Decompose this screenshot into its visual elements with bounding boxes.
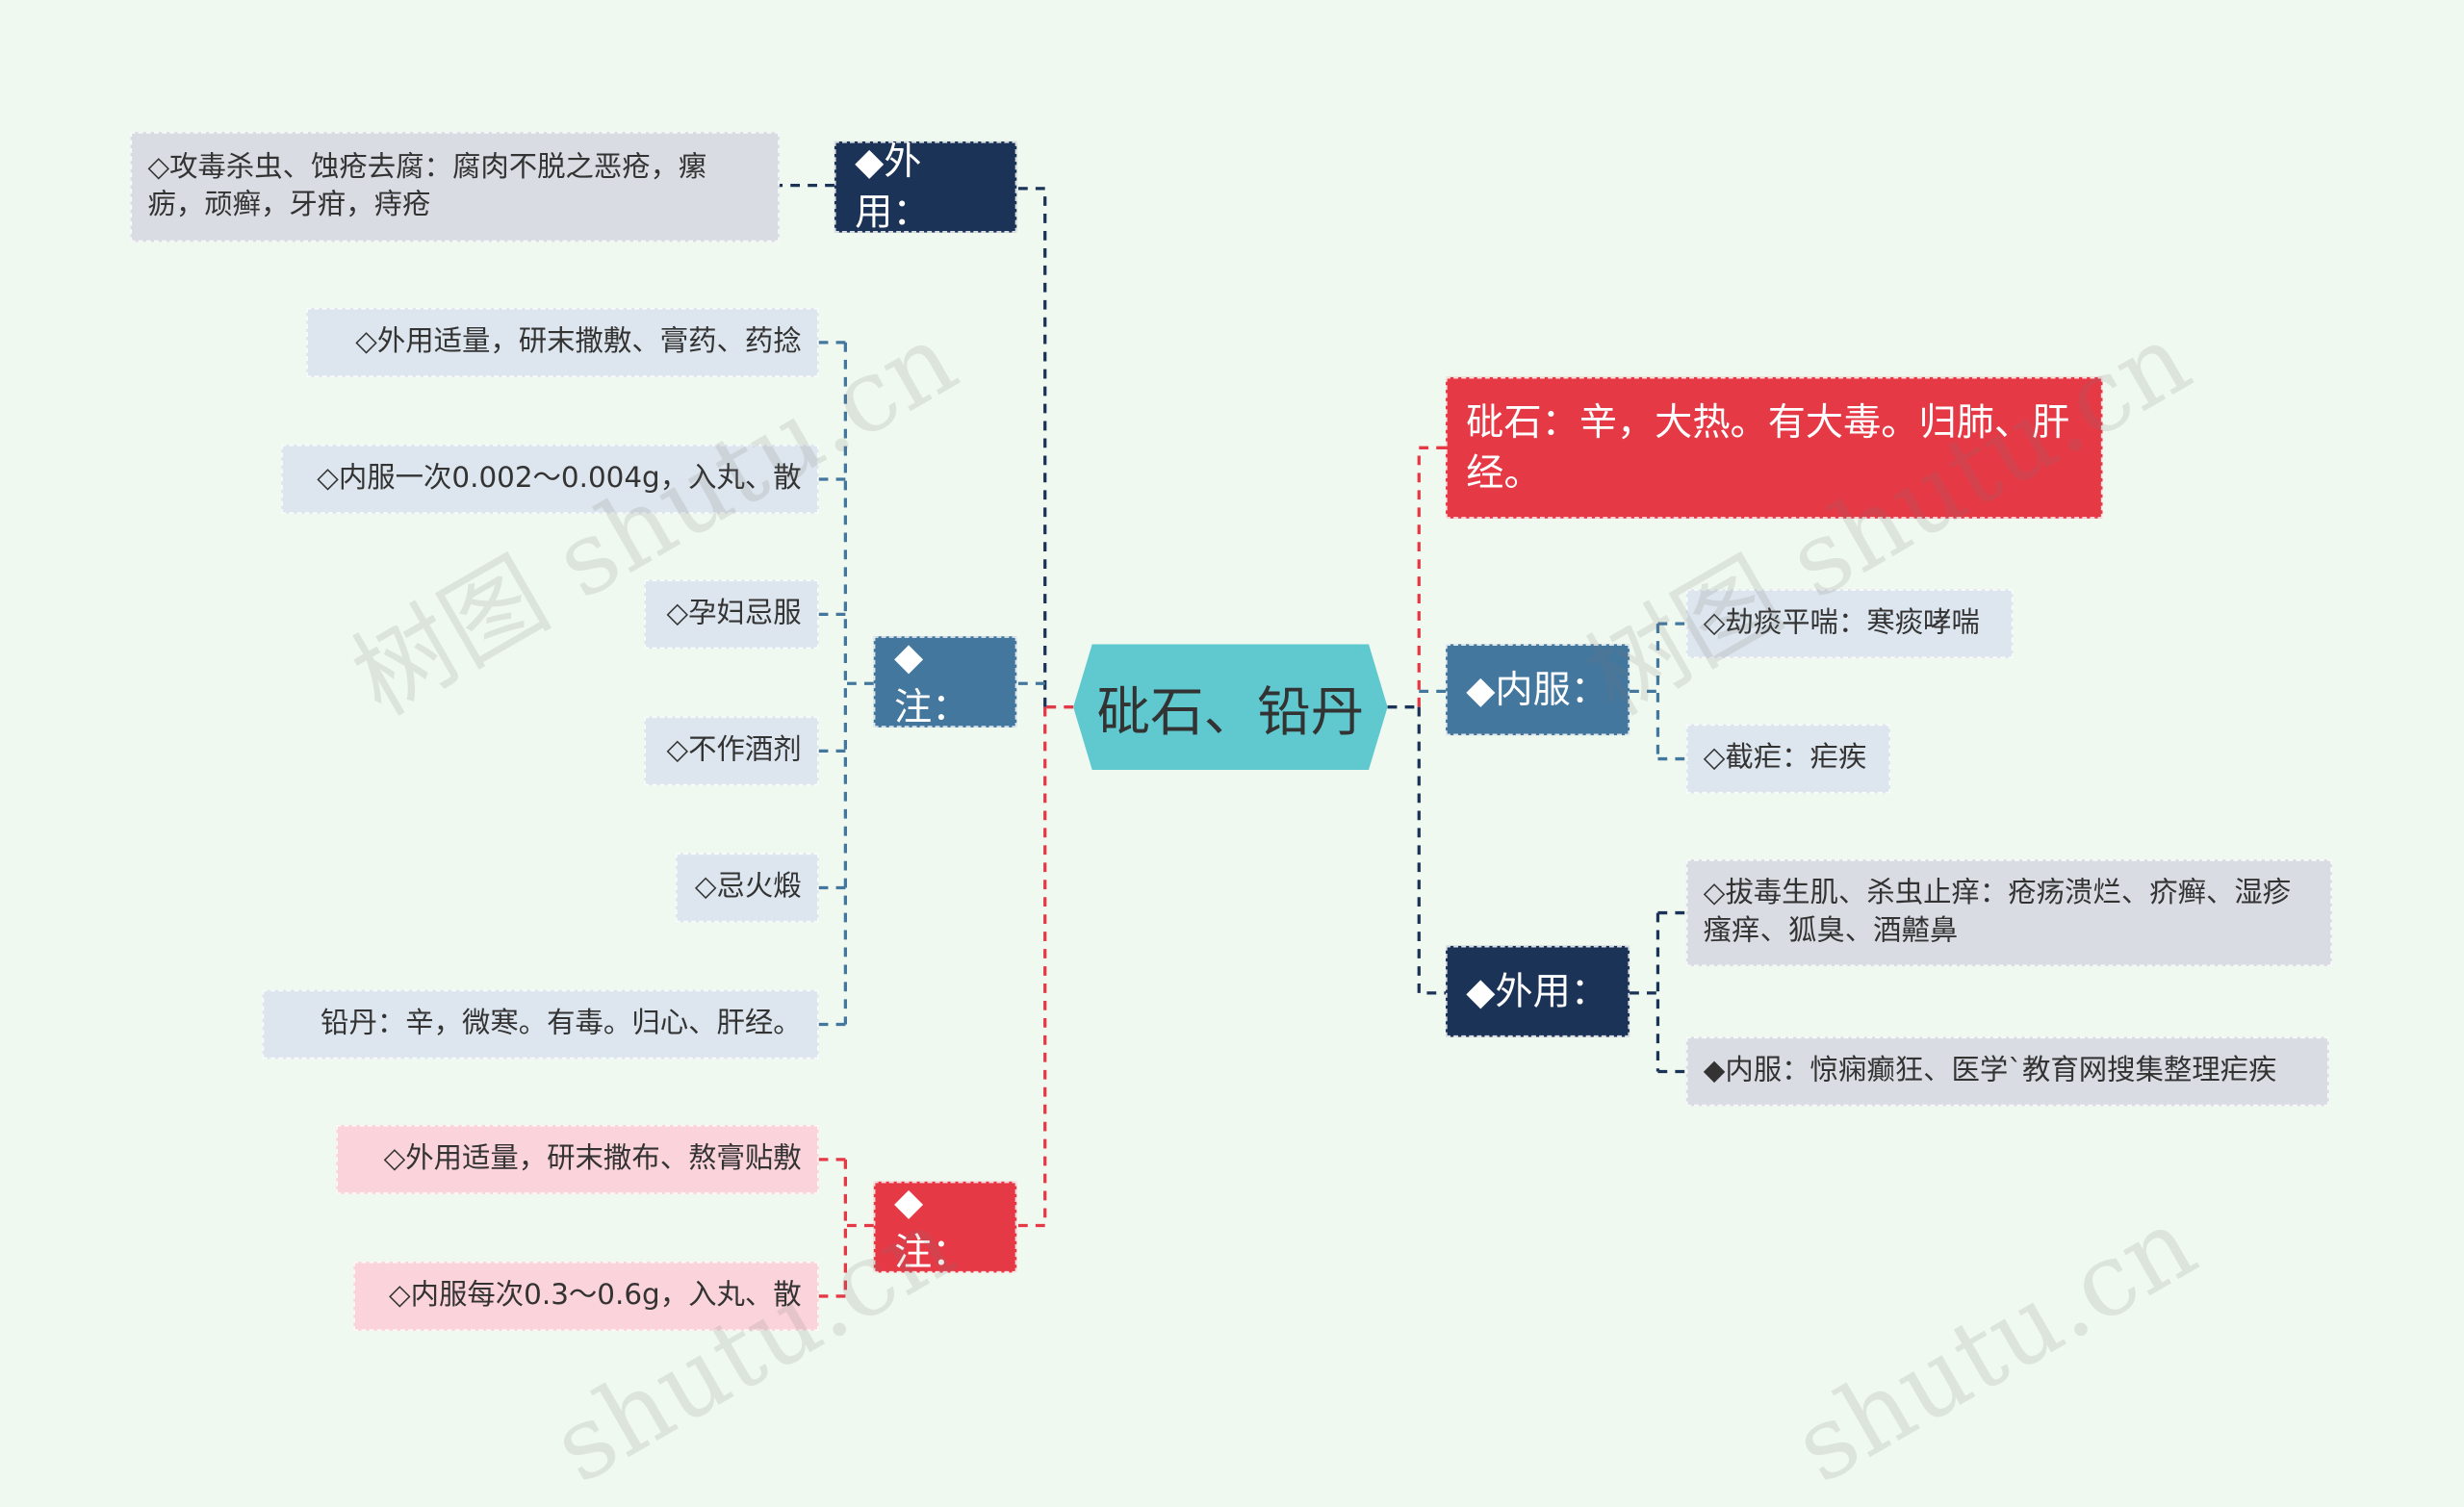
right-neifu-label: ◆内服：	[1466, 667, 1608, 712]
waiyong-leaf-1[interactable]: ◇拔毒生肌、杀虫止痒：疮疡溃烂、疥癣、湿疹瘙痒、狐臭、酒齄鼻	[1685, 859, 2332, 967]
zhu1-leaf-2[interactable]: ◇内服一次0.002～0.004g，入丸、散	[281, 445, 819, 514]
left-zhu2-branch[interactable]: ◆注：	[873, 1179, 1017, 1274]
zhu2-leaf-1[interactable]: ◇外用适量，研末撒布、熬膏贴敷	[336, 1124, 819, 1194]
leaf-text: ◇外用适量，研末撒布、熬膏贴敷	[383, 1141, 802, 1175]
neifu-leaf-2[interactable]: ◇截疟：疟疾	[1685, 724, 1891, 794]
left-waiyong-leaf-1[interactable]: ◇攻毒杀虫、蚀疮去腐：腐肉不脱之恶疮，瘰疬，顽癣，牙疳，痔疮	[130, 132, 780, 243]
leaf-text: ◇外用适量，研末撒敷、膏药、药捻	[355, 324, 802, 358]
central-topic-label: 砒石、铅丹	[1096, 680, 1365, 745]
pishi-node[interactable]: 砒石：辛，大热。有大毒。归肺、肝经。	[1446, 376, 2103, 519]
left-waiyong-label: ◆外用：	[855, 139, 931, 235]
left-waiyong-branch[interactable]: ◆外用：	[834, 140, 1017, 234]
leaf-text: ◇不作酒剂	[666, 733, 802, 767]
leaf-text: ◇劫痰平喘：寒痰哮喘	[1703, 605, 1980, 640]
zhu1-leaf-4[interactable]: ◇不作酒剂	[644, 716, 819, 786]
leaf-text: ◆内服：惊痫癫狂、医学`教育网搜集整理疟疾	[1703, 1054, 2277, 1087]
zhu2-leaf-2[interactable]: ◇内服每次0.3～0.6g，入丸、散	[353, 1262, 819, 1331]
waiyong-leaf-2[interactable]: ◆内服：惊痫癫狂、医学`教育网搜集整理疟疾	[1685, 1036, 2329, 1107]
central-topic[interactable]: 砒石、铅丹	[1073, 644, 1388, 770]
right-waiyong-label: ◆外用：	[1466, 969, 1608, 1013]
leaf-text: ◇截疟：疟疾	[1703, 741, 1867, 775]
leaf-text: ◇忌火煅	[694, 870, 802, 904]
left-zhu2-label: ◆注：	[893, 1179, 970, 1275]
leaf-text: ◇拔毒生肌、杀虫止痒：疮疡溃烂、疥癣、湿疹瘙痒、狐臭、酒齄鼻	[1703, 876, 2292, 948]
zhu1-leaf-6[interactable]: 铅丹：辛，微寒。有毒。归心、肝经。	[262, 989, 819, 1060]
right-neifu-branch[interactable]: ◆内服：	[1446, 644, 1630, 736]
left-zhu1-label: ◆注：	[893, 633, 970, 729]
leaf-text: 铅丹：辛，微寒。有毒。归心、肝经。	[321, 1007, 802, 1040]
leaf-text: ◇攻毒杀虫、蚀疮去腐：腐肉不脱之恶疮，瘰疬，顽癣，牙疳，痔疮	[147, 150, 707, 222]
left-zhu1-branch[interactable]: ◆注：	[873, 634, 1017, 729]
connector-lines	[779, 184, 1686, 1298]
zhu1-leaf-1[interactable]: ◇外用适量，研末撒敷、膏药、药捻	[306, 307, 819, 377]
mind-map: 砒石、铅丹 ◆外用： ◇攻毒杀虫、蚀疮去腐：腐肉不脱之恶疮，瘰疬，顽癣，牙疳，痔…	[130, 132, 2332, 1507]
leaf-text: ◇孕妇忌服	[666, 597, 802, 630]
leaf-text: ◇内服一次0.002～0.004g，入丸、散	[317, 461, 802, 496]
right-waiyong-branch[interactable]: ◆外用：	[1446, 945, 1630, 1037]
pishi-text: 砒石：辛，大热。有大毒。归肺、肝经。	[1466, 399, 2070, 496]
zhu1-leaf-3[interactable]: ◇孕妇忌服	[644, 579, 819, 650]
leaf-text: ◇内服每次0.3～0.6g，入丸、散	[389, 1278, 802, 1313]
neifu-leaf-1[interactable]: ◇劫痰平喘：寒痰哮喘	[1685, 589, 2014, 659]
zhu1-leaf-5[interactable]: ◇忌火煅	[676, 853, 819, 923]
